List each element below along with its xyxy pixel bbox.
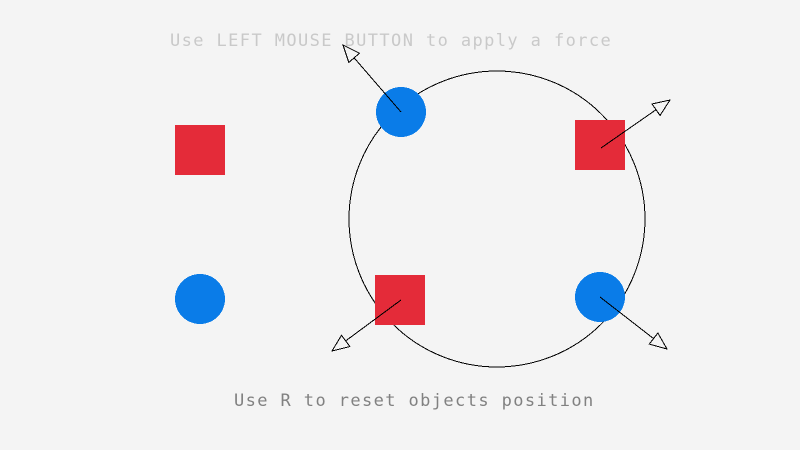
force-arrow-shaft [599, 296, 654, 339]
force-arrow-head [342, 44, 361, 64]
red-square-constrained-topright[interactable] [575, 120, 625, 170]
hint-apply-force-label: Use LEFT MOUSE BUTTON to apply a force [170, 31, 613, 51]
blue-circle-free-left[interactable] [175, 274, 225, 324]
force-arrow-layer [330, 44, 672, 352]
force-arrow-shaft [353, 57, 402, 113]
force-arrow-bottom-square [330, 299, 402, 352]
force-arrow-shaft [345, 299, 402, 342]
force-arrow-head [648, 332, 669, 350]
force-arrow-bottomright-circle [599, 296, 669, 350]
force-arrow-head [651, 99, 672, 117]
force-arrow-shaft [600, 109, 657, 149]
force-arrow-topright-square [600, 99, 672, 149]
red-square-constrained-bottom[interactable] [375, 275, 425, 325]
constraint-circle [348, 70, 646, 368]
force-arrow-top-circle [342, 44, 402, 113]
hint-reset-label: Use R to reset objects position [234, 391, 595, 411]
red-square-free-left[interactable] [175, 125, 225, 175]
force-arrow-head [330, 334, 351, 352]
